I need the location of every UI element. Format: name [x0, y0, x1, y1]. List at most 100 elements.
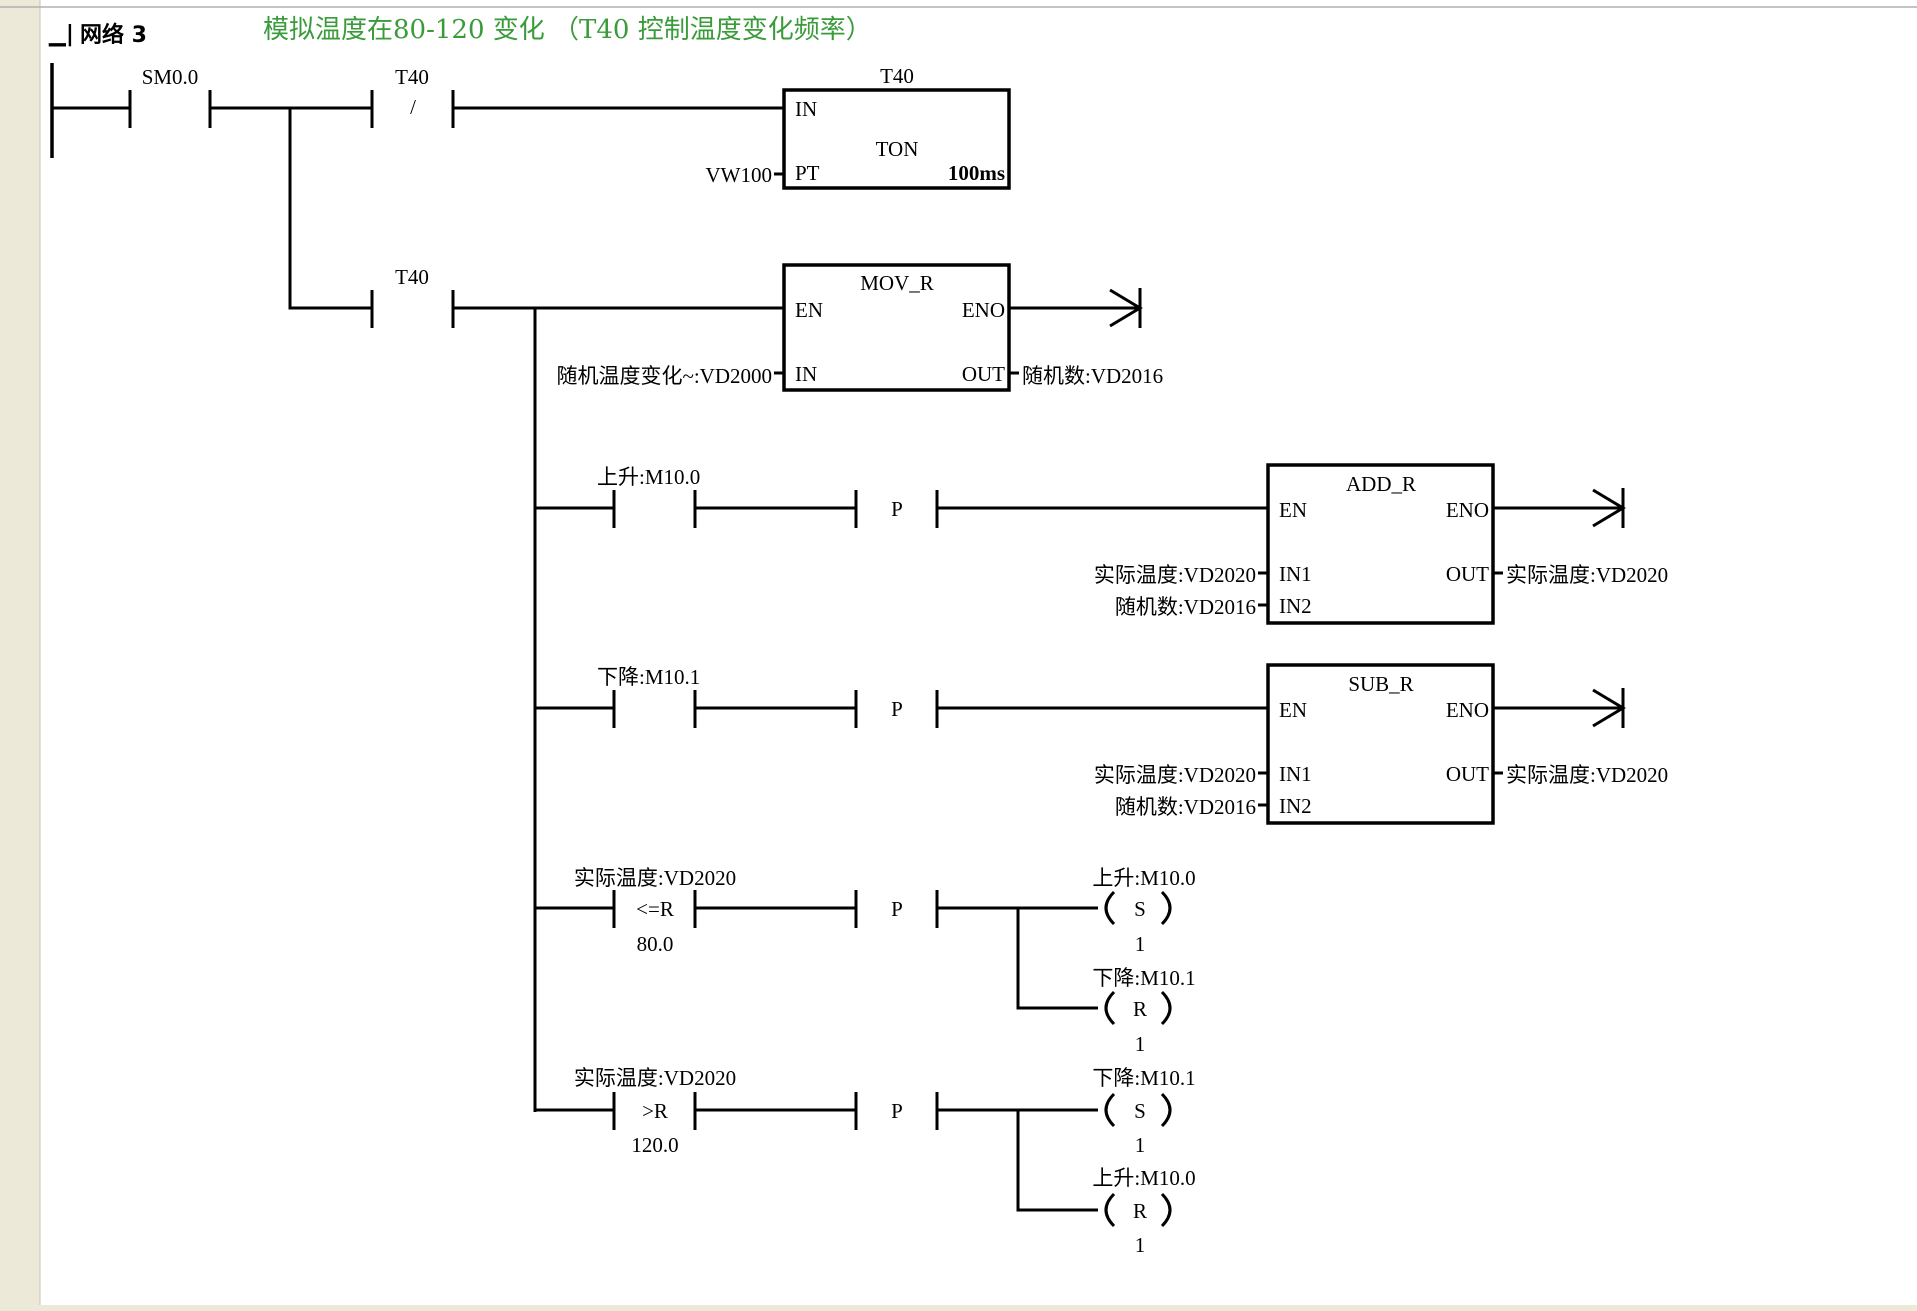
coil-set-fall[interactable]: 下降:M10.1 S 1 [1092, 1066, 1195, 1157]
add-r-box [1266, 463, 1495, 625]
sub-r-en-pin: EN [1279, 698, 1307, 722]
contact-t40-normally-closed[interactable]: T40 / [395, 65, 429, 119]
coil-reset-rise-parens [1104, 1192, 1172, 1228]
add-r-out-pin: OUT [1446, 562, 1489, 586]
coil-reset-fall-parens [1104, 990, 1172, 1026]
rung-6: 实际温度:VD2020 >R 120.0 P 下降:M10.1 S 1 上升:M… [535, 1066, 1196, 1257]
compare-le-operand1: 实际温度:VD2020 [574, 866, 736, 890]
coil-reset-fall-type: R [1133, 997, 1147, 1021]
coil-reset-fall[interactable]: 下降:M10.1 R 1 [1092, 966, 1195, 1056]
timer-pt-value: VW100 [706, 163, 773, 187]
contact-t40[interactable]: T40 [395, 265, 429, 289]
sub-r-out-value: 实际温度:VD2020 [1506, 763, 1668, 787]
add-r-title: ADD_R [1346, 472, 1416, 496]
rung-3-wires [535, 490, 1268, 528]
rung-4-wires [535, 690, 1268, 728]
add-r-eno-pin: ENO [1446, 498, 1489, 522]
add-r-in1-value: 实际温度:VD2020 [1094, 563, 1256, 587]
rung-6-wires [535, 1092, 1098, 1212]
rung-4: 下降:M10.1 P SUB_R EN ENO IN1 IN2 OUT 实际温度… [535, 663, 1668, 825]
coil-reset-rise-count: 1 [1135, 1233, 1146, 1257]
mov-r-block[interactable]: MOV_R EN ENO IN OUT 随机温度变化~:VD2000 随机数:V… [556, 263, 1163, 392]
timer-in-pin: IN [795, 97, 817, 121]
sub-r-in1-pin: IN1 [1279, 762, 1312, 786]
mov-r-en-pin: EN [795, 298, 823, 322]
sub-r-io-wires [1258, 688, 1626, 807]
contact-fall-m10-1[interactable]: 下降:M10.1 [597, 665, 700, 689]
network-title: 网络 3 [80, 22, 147, 48]
add-r-in1-pin: IN1 [1279, 562, 1312, 586]
sub-r-title: SUB_R [1348, 672, 1413, 696]
contact-rise-m10-0[interactable]: 上升:M10.0 [597, 465, 700, 489]
add-r-in2-pin: IN2 [1279, 594, 1312, 618]
compare-le-real[interactable]: 实际温度:VD2020 <=R 80.0 [574, 866, 736, 956]
contact-rise-label: 上升:M10.0 [597, 465, 700, 489]
timer-pt-pin: PT [795, 161, 820, 185]
ton-timer-box [782, 88, 1011, 190]
coil-set-rise-label: 上升:M10.0 [1092, 866, 1195, 890]
network-comment: 模拟温度在80-120 变化 （T40 控制温度变化频率） [263, 15, 872, 45]
positive-edge-p[interactable]: P [891, 497, 903, 521]
compare-gt-operator: >R [642, 1099, 668, 1123]
coil-set-rise[interactable]: 上升:M10.0 S 1 [1092, 866, 1195, 956]
coil-set-rise-parens [1104, 890, 1172, 926]
contact-fall-label: 下降:M10.1 [597, 665, 700, 689]
sub-r-in2-value: 随机数:VD2016 [1115, 795, 1256, 819]
bottom-strip [0, 1305, 1917, 1311]
rung-1: SM0.0 T40 / T40 IN TON PT 100ms VW100 [52, 64, 1011, 190]
mov-r-out-pin: OUT [962, 362, 1005, 386]
add-r-io-wires [1258, 488, 1626, 607]
rung-5-wires [535, 890, 1098, 1010]
positive-edge-p[interactable]: P [891, 1099, 903, 1123]
coil-set-fall-type: S [1134, 1099, 1146, 1123]
compare-le-operator: <=R [636, 897, 674, 921]
rung-2-wires [288, 108, 784, 1112]
add-r-in2-value: 随机数:VD2016 [1115, 595, 1256, 619]
positive-edge-p[interactable]: P [891, 697, 903, 721]
ton-timer-block[interactable]: T40 IN TON PT 100ms VW100 [706, 64, 1011, 190]
normally-closed-slash-icon: / [410, 95, 416, 119]
sub-r-box [1266, 663, 1495, 825]
contact-t40-label: T40 [395, 265, 429, 289]
coil-reset-fall-count: 1 [1135, 1032, 1146, 1056]
coil-set-fall-label: 下降:M10.1 [1092, 1066, 1195, 1090]
add-r-en-pin: EN [1279, 498, 1307, 522]
mov-r-io-wires [774, 288, 1143, 375]
contact-sm0-0-label: SM0.0 [142, 65, 199, 89]
sub-r-block[interactable]: SUB_R EN ENO IN1 IN2 OUT 实际温度:VD2020 随机数… [1094, 663, 1668, 825]
mov-r-box [782, 263, 1011, 392]
mov-r-eno-pin: ENO [962, 298, 1005, 322]
coil-reset-rise-label: 上升:M10.0 [1092, 1166, 1195, 1190]
timer-resolution: 100ms [948, 161, 1005, 185]
collapse-toggle-icon[interactable]: ▁| [48, 22, 74, 47]
timer-type: TON [876, 137, 919, 161]
network-header[interactable]: ▁| 网络 3 [48, 22, 147, 48]
compare-gt-operand2: 120.0 [631, 1133, 678, 1157]
compare-gt-operand1: 实际温度:VD2020 [574, 1066, 736, 1090]
compare-gt-real[interactable]: 实际温度:VD2020 >R 120.0 [574, 1066, 736, 1157]
coil-set-rise-count: 1 [1135, 932, 1146, 956]
mov-r-out-value: 随机数:VD2016 [1022, 364, 1163, 388]
coil-set-rise-type: S [1134, 897, 1146, 921]
rung-5: 实际温度:VD2020 <=R 80.0 P 上升:M10.0 S 1 下降:M… [535, 866, 1196, 1056]
add-r-block[interactable]: ADD_R EN ENO IN1 IN2 OUT 实际温度:VD2020 随机数… [1094, 463, 1668, 625]
coil-reset-rise[interactable]: 上升:M10.0 R 1 [1092, 1166, 1195, 1257]
timer-name: T40 [880, 64, 914, 88]
coil-set-fall-count: 1 [1135, 1133, 1146, 1157]
rung-3: 上升:M10.0 P ADD_R EN ENO IN1 IN2 OUT 实际温度… [535, 463, 1668, 625]
sub-r-out-pin: OUT [1446, 762, 1489, 786]
coil-set-fall-parens [1104, 1092, 1172, 1128]
contact-sm0-0[interactable]: SM0.0 [142, 65, 199, 89]
sub-r-in2-pin: IN2 [1279, 794, 1312, 818]
sub-r-eno-pin: ENO [1446, 698, 1489, 722]
coil-reset-rise-type: R [1133, 1199, 1147, 1223]
positive-edge-p[interactable]: P [891, 897, 903, 921]
mov-r-in-value: 随机温度变化~:VD2000 [556, 364, 772, 388]
mov-r-in-pin: IN [795, 362, 817, 386]
contact-t40-nc-label: T40 [395, 65, 429, 89]
compare-le-operand2: 80.0 [637, 932, 674, 956]
left-gutter [0, 0, 40, 1311]
mov-r-title: MOV_R [860, 271, 934, 295]
